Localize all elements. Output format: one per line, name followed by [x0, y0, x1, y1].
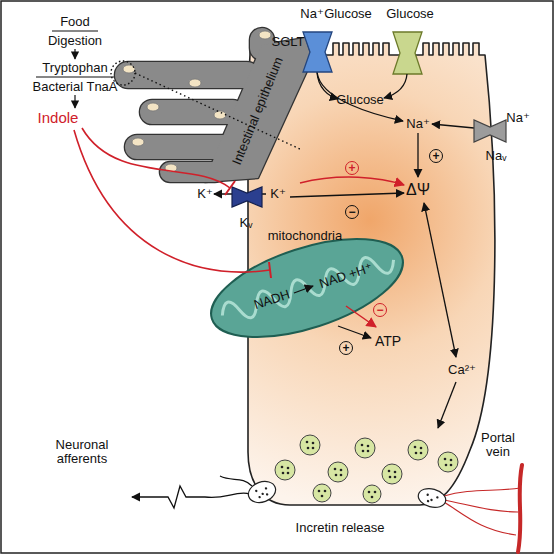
- nerve-branch: [220, 476, 252, 486]
- effect-arrow: [438, 382, 456, 428]
- glucose-transporter: [393, 32, 422, 74]
- ion-label: Ca²⁺: [448, 363, 476, 377]
- atp-label: ATP: [375, 334, 401, 349]
- substrate-label: Glucose: [336, 93, 384, 107]
- villus: [115, 62, 260, 88]
- channel-shape: [474, 120, 506, 142]
- portal-vein: [518, 465, 522, 552]
- enzyme-label: Bacterial TnaA: [32, 80, 117, 94]
- substrate-label: Glucose: [386, 7, 434, 21]
- sign-symbol: −: [345, 205, 359, 219]
- capillary: [444, 488, 520, 496]
- villus: [115, 62, 260, 88]
- reaction-arrow: [294, 286, 313, 293]
- inhibition-line: [74, 130, 270, 272]
- synapse-bulb: [245, 478, 278, 506]
- sign-symbol: +: [429, 149, 443, 163]
- vesicle: [328, 462, 348, 482]
- villus: [140, 100, 245, 124]
- capillary: [444, 502, 516, 535]
- capillary: [444, 500, 518, 512]
- sodium-channel: Naᵥ: [470, 115, 520, 170]
- ion-label: Na⁺: [300, 7, 323, 21]
- ion-label: Na⁺: [506, 111, 529, 125]
- metabolite-label: Indole: [38, 110, 79, 127]
- effect-arrow: [300, 177, 404, 185]
- sglt-transporter: SGLT: [255, 30, 335, 80]
- vesicle: [313, 484, 331, 502]
- channel-label: Naᵥ: [486, 149, 507, 163]
- zoom-leader: [135, 73, 302, 150]
- potassium-channel: Kᵥ: [222, 183, 272, 233]
- vesicle: [363, 485, 381, 503]
- inhibition-bar: [225, 181, 235, 195]
- pathway-arrow: [74, 95, 75, 108]
- mitochondrion-body: [200, 219, 415, 357]
- effect-arrow: [346, 306, 376, 327]
- sign-symbol: +: [345, 161, 359, 175]
- vesicle: [355, 438, 375, 458]
- zoom-circle: [111, 61, 135, 85]
- process-label: Digestion: [48, 34, 102, 48]
- output-label: Neuronal afferents: [42, 438, 122, 467]
- pathway-arrow: [74, 49, 75, 59]
- epithelium-body: [205, 38, 312, 182]
- flux-arrow: [317, 72, 338, 99]
- flux-arrow: [432, 124, 474, 128]
- substrate-label: Tryptophan: [42, 61, 107, 75]
- channel-label: SGLT: [272, 35, 305, 49]
- epithelial-cell: [189, 79, 201, 87]
- vesicle: [275, 460, 295, 480]
- vessel-label: Portal vein: [473, 431, 523, 460]
- ion-label: Na⁺: [406, 117, 429, 131]
- sign-symbol: +: [339, 341, 353, 355]
- villus: [140, 100, 245, 124]
- capillaries: [444, 488, 520, 535]
- potential-symbol: ΔΨ: [406, 181, 430, 199]
- vesicle: [408, 440, 428, 460]
- mitochondrion: mitochondriaNADHNAD +H⁺: [200, 228, 415, 343]
- ion-label: K⁺: [197, 187, 213, 201]
- epithelium-shape: Intestinal epithelium: [105, 25, 315, 190]
- sign-symbol: −: [373, 303, 387, 317]
- nerve-fiber: [132, 486, 250, 508]
- effect-arrow: [417, 133, 418, 177]
- ion-label: K⁺: [270, 187, 286, 201]
- epithelial-cell: [214, 111, 226, 119]
- vesicle: [382, 464, 402, 484]
- vesicle: [300, 435, 320, 455]
- output-label: Incretin release: [296, 521, 385, 535]
- node-outline: [200, 228, 415, 343]
- epithelial-cell: [165, 164, 177, 172]
- channel-label: Kᵥ: [240, 216, 253, 230]
- separator-line: [52, 30, 98, 31]
- flux-arrow: [384, 74, 407, 98]
- epithelial-cell: [132, 138, 144, 146]
- vesicle: [438, 452, 458, 472]
- separator-line: [36, 76, 114, 77]
- release-bulb: [416, 486, 448, 511]
- effect-arrow: [338, 326, 371, 338]
- organelle-label: mitochondria: [268, 229, 342, 243]
- epithelium-layer: [115, 28, 312, 182]
- epithelium-layer: [115, 28, 312, 182]
- inhibition-line: [82, 128, 230, 188]
- effect-arrow: [424, 203, 456, 357]
- epithelial-cell: [123, 65, 135, 73]
- node-outline: [105, 25, 315, 190]
- epithelial-cell: [147, 103, 159, 111]
- outer-membrane: [200, 219, 415, 357]
- source-label: Food: [60, 15, 90, 29]
- channel-shape: [232, 187, 262, 207]
- epithelial-cell: [259, 31, 271, 39]
- effect-arrow: [290, 193, 404, 197]
- inhibition-bar: [269, 262, 271, 278]
- cristae: [219, 249, 397, 326]
- substrate-label: Glucose: [324, 7, 372, 21]
